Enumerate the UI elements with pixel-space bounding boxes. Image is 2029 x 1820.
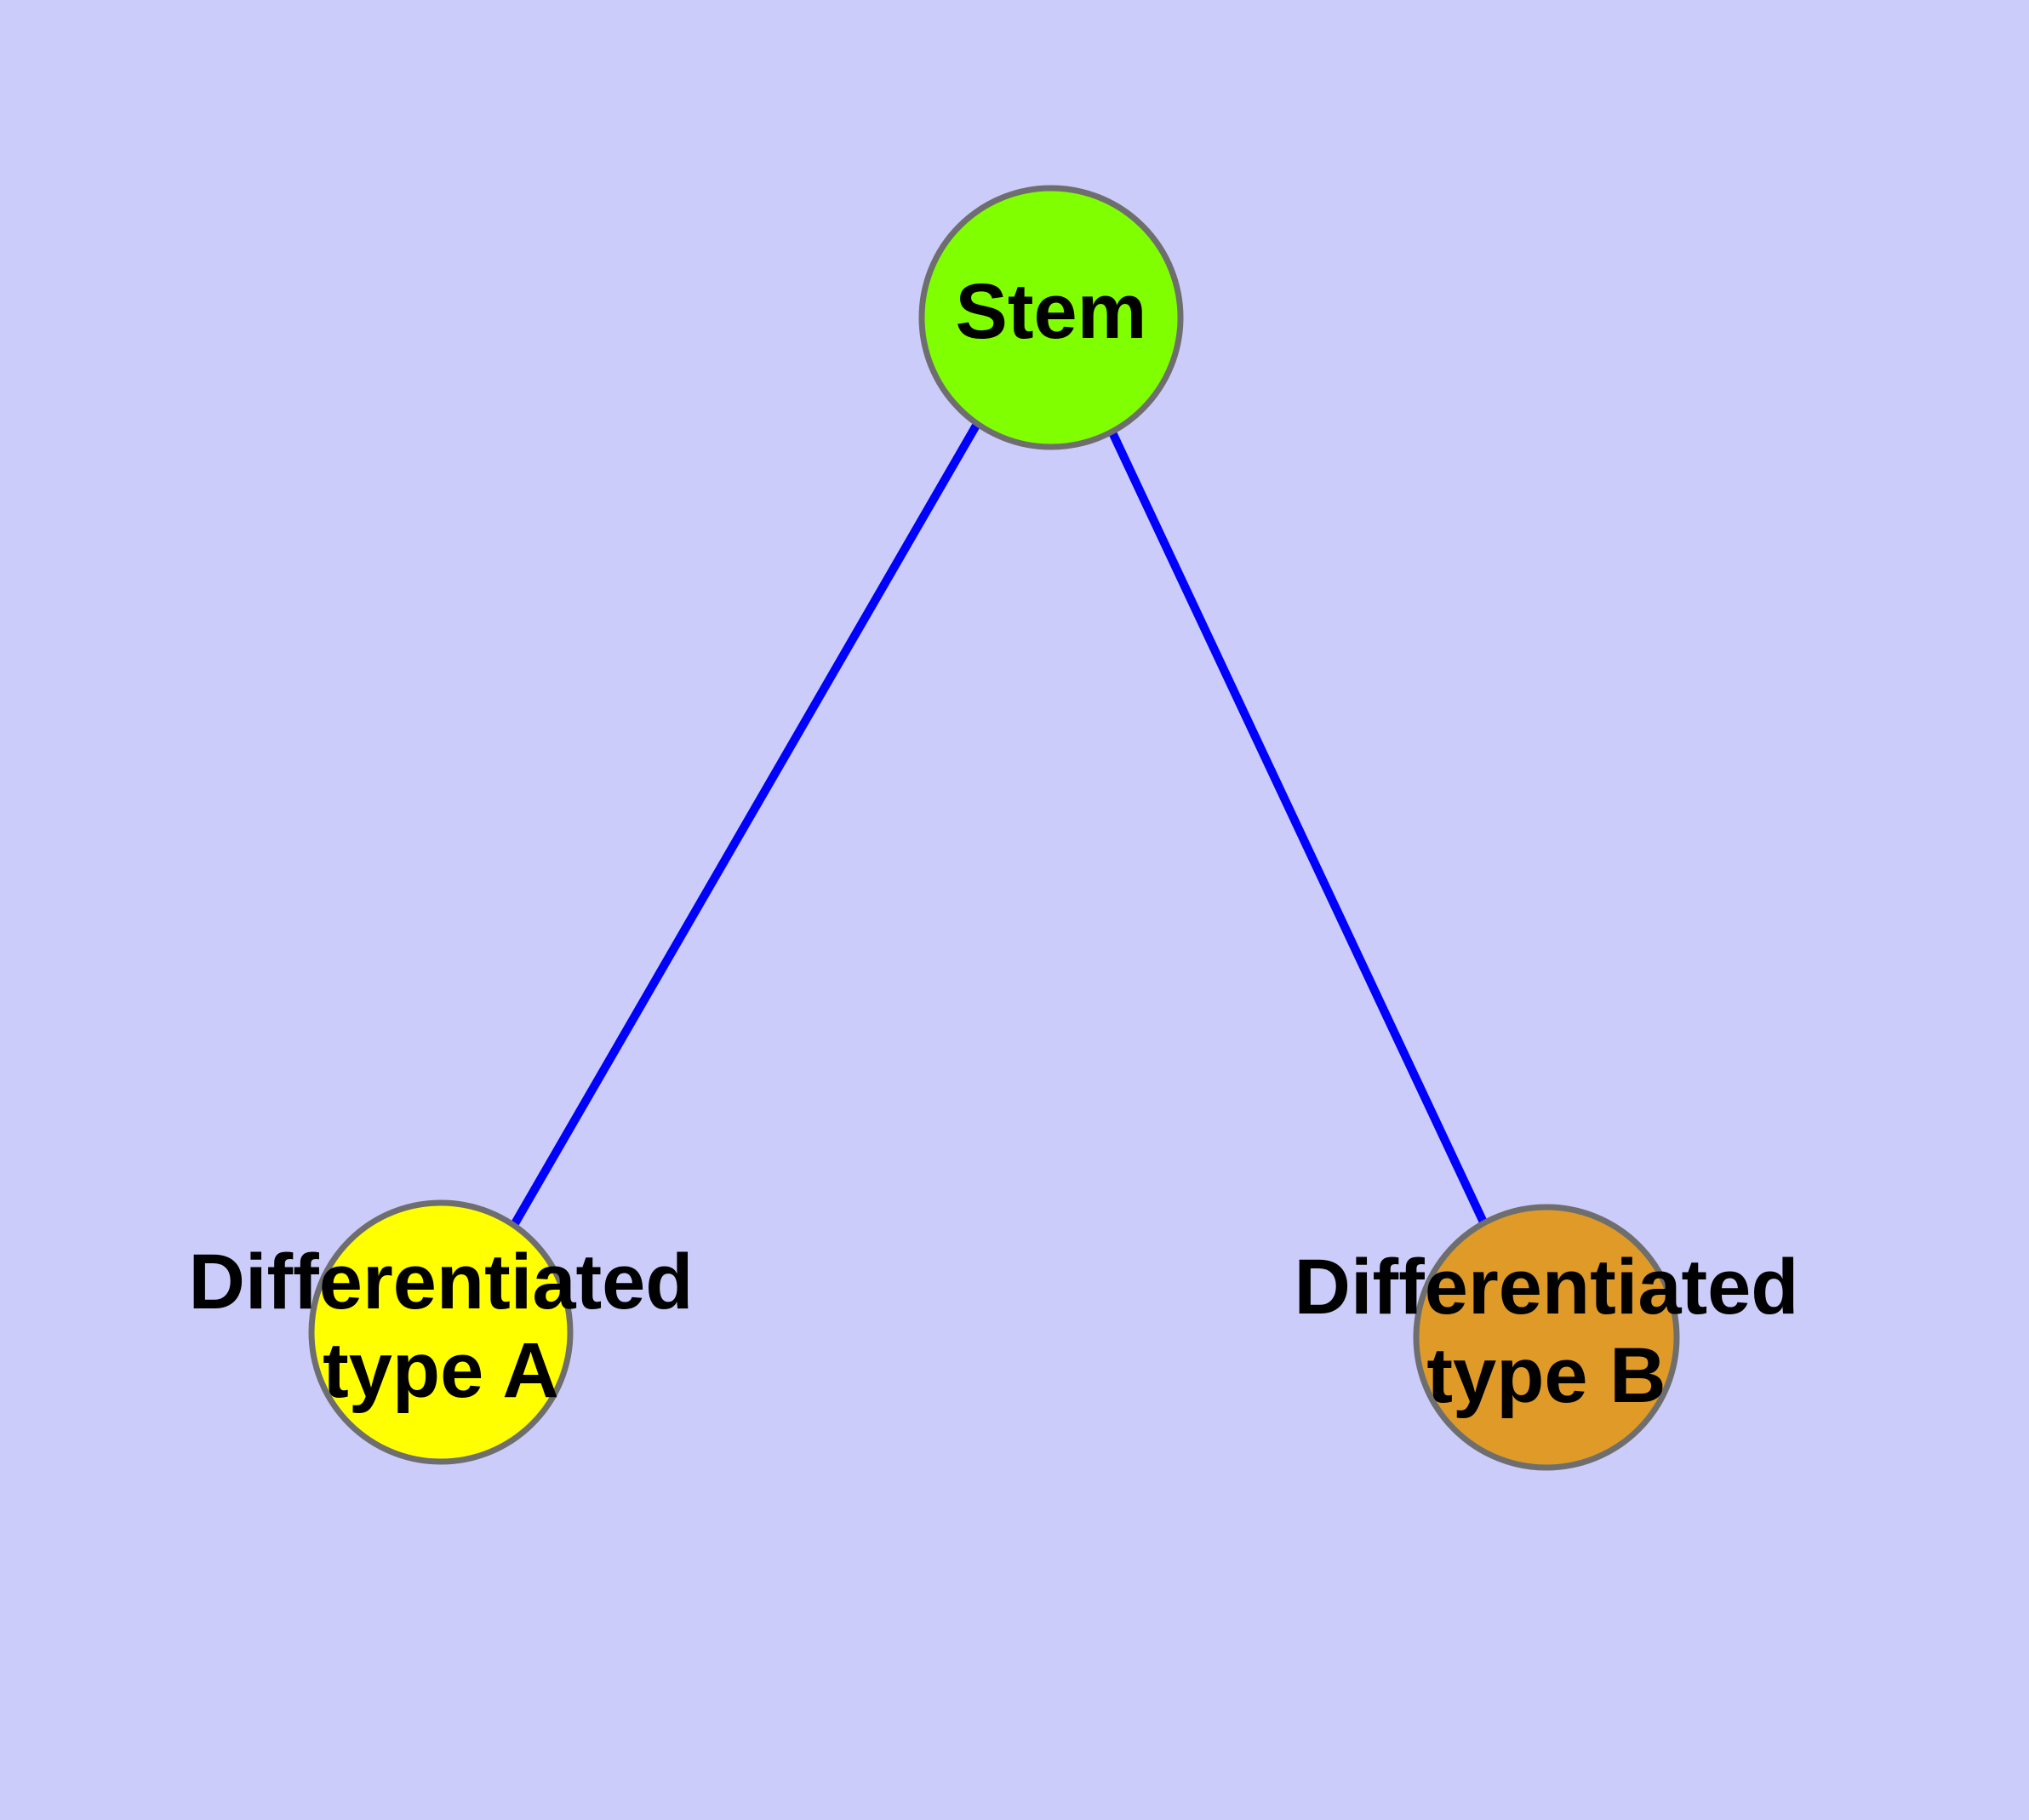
node-label-line: type B [1426,1332,1666,1419]
node-label-stem: Stem [956,268,1147,355]
node-label-line: Stem [956,268,1147,355]
edge-stem-to-diff-a[interactable] [510,421,981,1228]
edges-layer [510,421,1489,1228]
node-stem[interactable] [918,185,1184,450]
node-label-line: Differentiated [1295,1244,1799,1331]
node-diff_a[interactable] [308,1199,574,1465]
nodes-layer [308,185,1680,1471]
edge-stem-to-diff-b[interactable] [1108,430,1489,1228]
node-diff_b[interactable] [1413,1204,1680,1471]
node-label-line: type A [323,1327,559,1414]
node-label-line: Differentiated [189,1239,694,1325]
